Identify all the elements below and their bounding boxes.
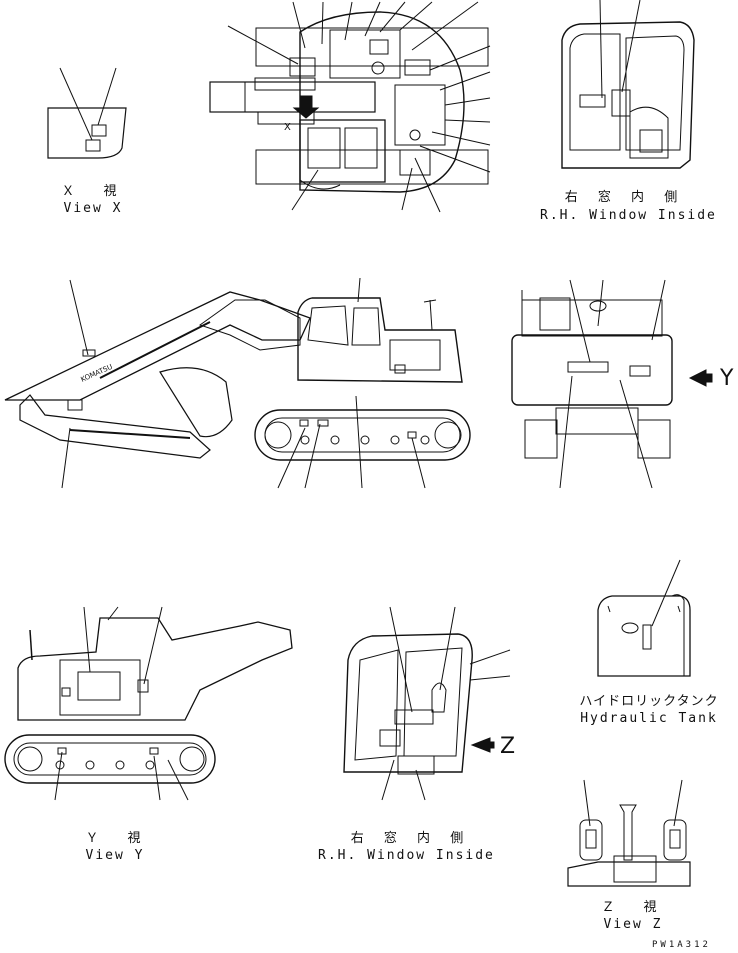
rh-window-top-title-en: R.H. Window Inside (540, 208, 717, 223)
view-x-title-en: View X (63, 201, 123, 216)
hydraulic-tank-title-jp: ハイドロリックタンク (579, 694, 719, 709)
view-z-drawing (567, 779, 691, 887)
svg-text:X: X (284, 122, 291, 133)
cab-window-bottom (343, 606, 511, 801)
cab-window-top (561, 0, 695, 169)
arrow-z-icon (470, 737, 495, 753)
drawing-code: PW1A312 (652, 940, 711, 950)
view-z-title-jp: Ｚ 視 (601, 900, 665, 915)
rh-window-bottom-title-jp: 右 窓 内 側 (350, 831, 472, 846)
view-z-title-en: View Z (603, 917, 663, 932)
view-y-title-jp: Ｙ 視 (85, 831, 149, 846)
arrow-y-icon (688, 369, 713, 387)
arrow-y-letter: Y (720, 366, 734, 391)
top-plan-view: X (209, 1, 491, 213)
view-y-side (4, 606, 293, 801)
excavator-side-view (4, 277, 471, 489)
rh-window-top-title-jp: 右 窓 内 側 (564, 190, 686, 205)
view-x-panel (47, 67, 127, 159)
rh-window-bottom-title-en: R.H. Window Inside (318, 848, 495, 863)
hydraulic-tank-title-en: Hydraulic Tank (580, 711, 718, 726)
excavator-rear-view (511, 279, 673, 489)
arrow-z-letter: Z (500, 734, 516, 759)
view-x-title-jp: Ｘ 視 (61, 184, 125, 199)
hydraulic-tank-drawing (597, 559, 691, 677)
view-y-title-en: View Y (85, 848, 145, 863)
